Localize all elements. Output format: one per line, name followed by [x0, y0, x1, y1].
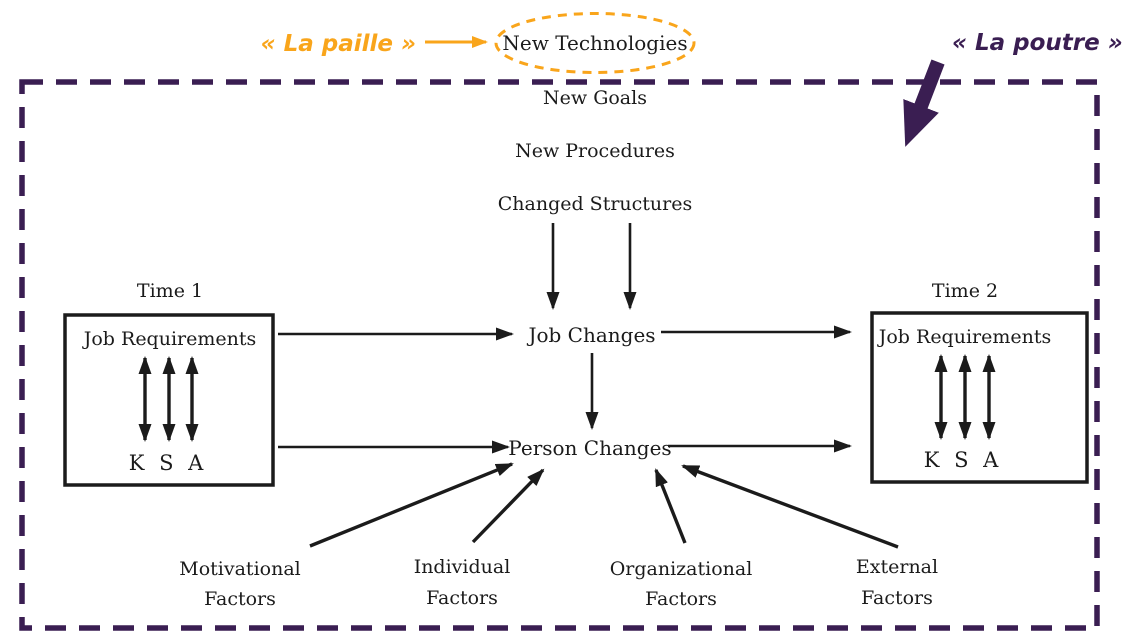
changed-structures-label: Changed Structures: [498, 193, 693, 215]
la-paille-label: « La paille »: [261, 31, 416, 57]
new-procedures-label: New Procedures: [515, 140, 675, 162]
time2-ksa-label: K S A: [924, 448, 1003, 472]
time1-title: Time 1: [137, 280, 203, 302]
new-technologies-label: New Technologies: [502, 31, 687, 55]
factor-external-line1: External: [856, 556, 938, 578]
factor-individual-line2: Factors: [426, 587, 498, 609]
factor-external-line2: Factors: [861, 587, 933, 609]
new-goals-label: New Goals: [543, 87, 647, 109]
person-changes-label: Person Changes: [508, 436, 671, 460]
arrow-external-to-person-changes: [681, 464, 899, 549]
factor-external: External Factors: [856, 556, 938, 609]
time2-job-requirements-label: Job Requirements: [877, 326, 1052, 348]
time1-ksa-label: K S A: [129, 451, 208, 475]
time2-group: Time 2 Job Requirements K S A: [870, 280, 1089, 484]
time2-box: [870, 311, 1089, 484]
arrow-individual-to-person-changes: [471, 468, 545, 544]
outer-dashed-frame: [19, 79, 1100, 631]
time1-group: Time 1 Job Requirements K S A: [63, 280, 275, 487]
job-changes-label: Job Changes: [526, 323, 655, 347]
la-poutre-label: « La poutre »: [952, 30, 1122, 56]
factor-organizational-line1: Organizational: [610, 558, 753, 580]
time1-box: [63, 313, 275, 487]
time1-job-requirements-label: Job Requirements: [82, 328, 257, 350]
factor-motivational-line1: Motivational: [179, 558, 300, 580]
arrow-motivational-to-person-changes: [309, 462, 514, 548]
factor-motivational-line2: Factors: [204, 588, 276, 610]
new-technologies-ellipse: [494, 12, 696, 74]
time2-title: Time 2: [932, 280, 998, 302]
factor-organizational: Organizational Factors: [610, 558, 753, 610]
factor-motivational: Motivational Factors: [179, 558, 300, 610]
factor-organizational-line2: Factors: [645, 588, 717, 610]
arrow-organizational-to-person-changes: [654, 468, 687, 544]
la-poutre-arrow: [903, 59, 945, 147]
factor-individual-line1: Individual: [414, 556, 511, 578]
factor-individual: Individual Factors: [414, 556, 511, 609]
